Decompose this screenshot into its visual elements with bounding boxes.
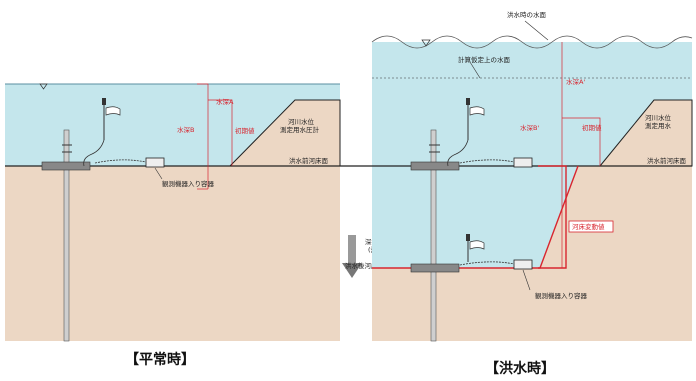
- right-flagpole-head-upper: [466, 98, 470, 105]
- left-label-equipment: 観測機器入り容器: [162, 179, 215, 188]
- right-pile: [430, 129, 437, 342]
- right-flag-lower: [469, 240, 485, 250]
- right-surface-marker: [421, 39, 431, 47]
- right-pile-base-lower: [410, 263, 460, 273]
- left-cable: [83, 139, 105, 167]
- left-flagpole-head: [102, 98, 106, 105]
- left-label-gauge: 河川水位測定用水圧計: [280, 117, 320, 134]
- scour-arrow-shaft: [348, 235, 356, 263]
- right-bed-change-bracket: [538, 165, 567, 269]
- left-label-initial-value: 初期値: [235, 126, 255, 135]
- right-cable-upper: [447, 139, 469, 167]
- right-label-bed-change: 河床変動値: [572, 222, 605, 231]
- right-label-flood-surface: 洪水時の水面: [507, 10, 547, 19]
- right-calc-surface-leader: [469, 61, 481, 79]
- right-flood-surface-leader: [524, 20, 549, 41]
- right-wave: [371, 35, 693, 49]
- right-label-pre-flood-bed: 洪水前河床面: [647, 156, 687, 165]
- right-caption: 【洪水時】: [485, 360, 555, 377]
- left-surface-marker: [39, 83, 48, 90]
- right-label-gauge: 河川水位測定用水: [645, 113, 672, 130]
- left-pile-base: [41, 161, 91, 171]
- left-caption: 【平常時】: [125, 351, 195, 368]
- right-soil-lower: [372, 268, 692, 341]
- left-label-water-depth-a: 水深A: [216, 97, 234, 106]
- right-flag-upper: [469, 106, 485, 116]
- right-label-water-depth-a: 水深A': [566, 77, 585, 86]
- left-equipment-box: [145, 157, 165, 168]
- right-flagpole-head-lower: [466, 234, 470, 241]
- left-equipment-leader: [154, 167, 163, 180]
- right-label-water-depth-b: 水深B': [520, 123, 539, 132]
- left-label-pre-flood-bed: 洪水前河床面: [289, 156, 329, 165]
- right-bed-change-box: [568, 220, 614, 233]
- left-depth-b-line: [208, 99, 233, 166]
- right-depth-b-line: [562, 117, 601, 166]
- post-flood-bed-label: 洪水後河床面: [345, 261, 385, 270]
- left-flag: [105, 106, 121, 116]
- right-label-equipment: 観測機器入り容器: [535, 291, 588, 300]
- left-pile: [63, 129, 70, 342]
- right-equipment-box-upper: [513, 157, 533, 168]
- left-equipment-cable: [94, 159, 147, 164]
- left-panel: 水深A 水深B 初期値 河川水位測定用水圧計 洪水前河床面 観測機器入り容器: [5, 83, 341, 342]
- right-panel: 河床変動値 洪水時の水面 計算仮定上の水面 水深A' 水深B' 初期値 河川水位…: [371, 10, 693, 342]
- scour-arrow-head: [342, 263, 362, 278]
- left-depth-a-line: [197, 83, 209, 189]
- right-label-initial-value: 初期値: [582, 123, 602, 132]
- left-soil: [5, 166, 340, 341]
- right-equipment-leader: [522, 269, 531, 291]
- left-label-water-depth-b: 水深B: [177, 125, 194, 134]
- right-soil-bank: [540, 166, 692, 268]
- right-pile-base-upper: [410, 161, 460, 171]
- right-equipment-box-lower: [513, 259, 533, 270]
- right-label-calc-surface: 計算仮定上の水面: [458, 55, 511, 64]
